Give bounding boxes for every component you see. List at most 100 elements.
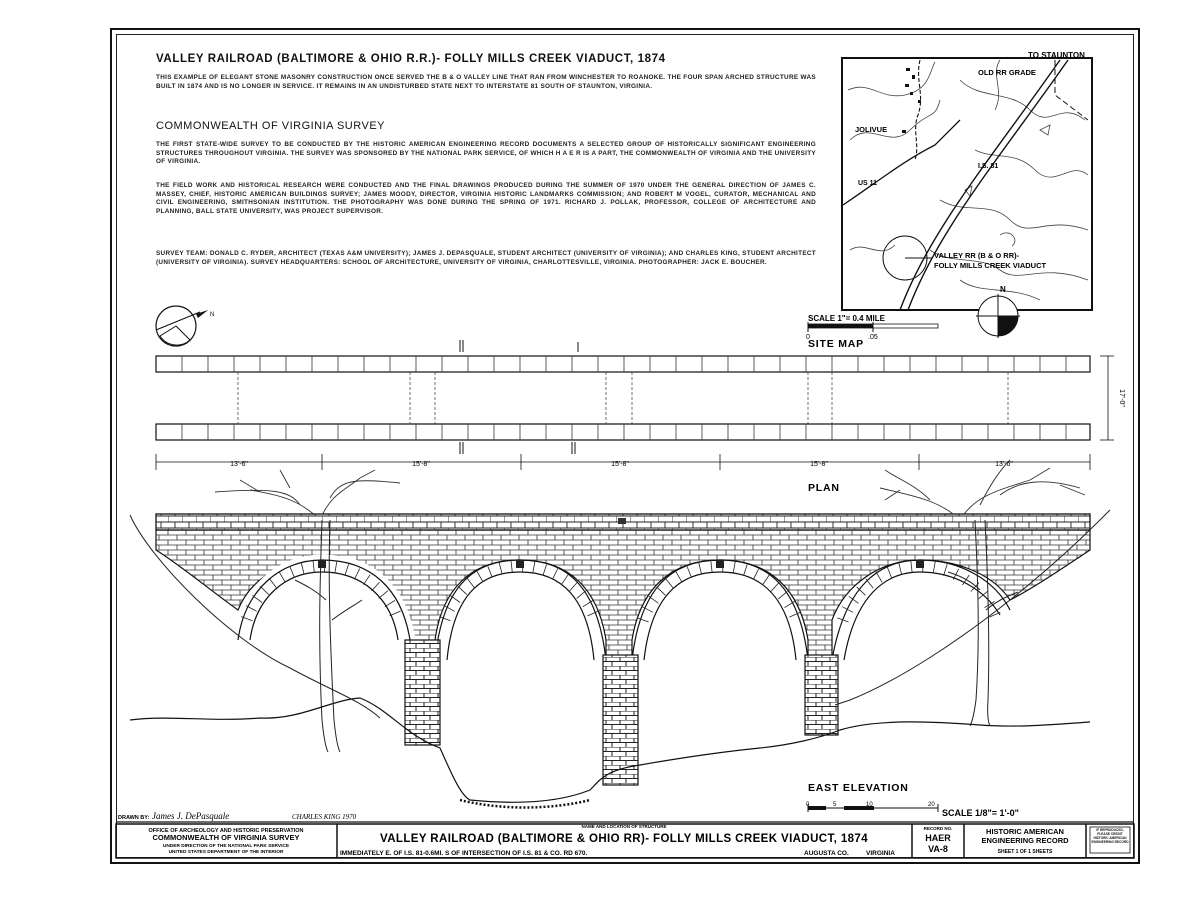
voussoir-joint (642, 606, 654, 613)
voussoir-joint (439, 616, 451, 622)
voussoir-joint (344, 564, 349, 576)
county-boundary (1054, 60, 1089, 121)
us-11-road (842, 119, 961, 206)
structure-label: NAME AND LOCATION OF STRUCTURE (582, 824, 667, 829)
voussoir-joint (686, 566, 692, 578)
elevation-caption: EAST ELEVATION (808, 782, 909, 794)
coping-plaque (618, 518, 626, 524)
voussoir-joint (268, 577, 277, 588)
voussoir-joint (856, 586, 866, 596)
interstate-81-line (899, 59, 1061, 311)
plan-dim-3: 15'-8" (611, 461, 629, 468)
survey-paragraph-2: THE FIELD WORK AND HISTORICAL RESEARCH W… (156, 182, 816, 215)
left-embankment (129, 514, 381, 719)
svg-text:N: N (210, 312, 214, 318)
plan-pier-lines (237, 372, 1009, 424)
title-block (115, 821, 1135, 859)
jolivue-buildings (902, 68, 921, 133)
voussoir-joint (848, 595, 859, 604)
record-number: VA-8 (928, 844, 948, 854)
right-embankment (834, 509, 1111, 706)
voussoir-joint (443, 605, 455, 612)
voussoir-joint (300, 562, 305, 575)
credit-stamp: IF REPRODUCED, PLEASE CREDIT HISTORIC AM… (1091, 828, 1129, 844)
elevation-scale-label: SCALE 1/8"= 1'-0" (942, 808, 1019, 818)
plan-dim-4: 15'-8" (810, 461, 828, 468)
voussoir-joint (498, 562, 503, 575)
plan-span-dimensions (155, 454, 1091, 470)
office-line-2: COMMONWEALTH OF VIRGINIA SURVEY (153, 833, 300, 842)
old-rr-label: OLD RR GRADE (978, 68, 1036, 77)
voussoir-joint (698, 562, 702, 575)
voussoir-joint (789, 611, 801, 618)
drawn-by-signature: James J. DePasquale (152, 811, 229, 821)
plan-caption: PLAN (808, 482, 840, 494)
plan-view: N (155, 305, 1125, 494)
structure-location: IMMEDIATELY E. OF I.S. 81-0.6MI. S OF IN… (340, 850, 587, 857)
plan-markers (459, 340, 579, 454)
voussoir-joint (910, 560, 913, 573)
voussoir-joint (710, 560, 713, 573)
voussoir-joint (241, 616, 253, 622)
voussoir-joint (587, 610, 599, 617)
voussoir-joint (312, 560, 315, 573)
plan-width-label: 17'-0" (1118, 389, 1125, 407)
structure-state: VIRGINIA (866, 850, 895, 857)
svg-text:N: N (1000, 285, 1006, 294)
tree-right (947, 519, 1019, 727)
voussoir-joint (561, 574, 569, 585)
voussoir-joint (510, 560, 513, 573)
jolivue-label: JOLIVUE (855, 125, 887, 134)
office-line-3: UNDER DIRECTION OF THE NATIONAL PARK SER… (163, 843, 290, 849)
map-scale-half: .05 (868, 334, 878, 341)
voussoir-joint (886, 566, 892, 578)
credit-stamp-text: IF REPRODUCED, PLEASE CREDIT HISTORIC AM… (1091, 828, 1129, 844)
ground-profile (129, 697, 1091, 803)
survey-subtitle: COMMONWEALTH OF VIRGINIA SURVEY (156, 120, 386, 132)
voussoir-joint (875, 571, 883, 583)
site-map-caption: SITE MAP (808, 338, 864, 350)
interstate-81-line-2 (907, 59, 1069, 311)
voussoir-joint (576, 590, 587, 599)
voussoir-joint (487, 566, 493, 578)
record-label: RECORD NO. (924, 826, 953, 831)
agency-line-2: ENGINEERING RECORD (981, 836, 1069, 845)
old-rr-grade-line (914, 59, 922, 161)
voussoir-joint (384, 600, 396, 608)
survey-team-paragraph: SURVEY TEAM: DONALD C. RYDER, ARCHITECT … (156, 250, 816, 266)
pier-2 (602, 654, 639, 786)
agency-line-1: HISTORIC AMERICAN (986, 827, 1064, 836)
survey-paragraph-1: THE FIRST STATE-WIDE SURVEY TO BE CONDUC… (156, 141, 816, 166)
tree-branches-right (879, 459, 1086, 521)
creek-bed (459, 798, 591, 809)
voussoir-joint (457, 586, 468, 595)
voussoir-joint (259, 586, 270, 595)
site-map-border (841, 57, 1093, 311)
arch-openings (250, 572, 398, 760)
voussoir-joint (363, 574, 371, 585)
elev-scale-tick-20: 20 (928, 802, 935, 808)
plan-width-dimension (1100, 355, 1114, 441)
voussoir-joint (762, 574, 770, 586)
voussoir-joint (943, 564, 948, 576)
elev-scale-tick-0: 0 (806, 802, 810, 808)
sheet-number: SHEET 1 OF 1 SHEETS (998, 849, 1053, 855)
voussoir-joint (450, 595, 461, 603)
voussoir-joint (989, 611, 1001, 618)
voussoir-joint (378, 590, 389, 599)
office-line-4: UNITED STATES DEPARTMENT OF THE INTERIOR (169, 849, 284, 855)
site-map: TO STAUNTON OLD RR GRADE JOLIVUE I.S. 81… (806, 51, 1093, 350)
voussoir-joint (837, 617, 849, 623)
viaduct-callout-2: FOLLY MILLS CREEK VIADUCT (934, 261, 1047, 270)
record-haer: HAER (925, 833, 951, 843)
voussoir-joint (334, 561, 338, 574)
voussoir-joint (476, 571, 484, 583)
voussoir-joint (245, 605, 257, 612)
voussoir-joint (770, 582, 780, 592)
voussoir-joint (637, 617, 649, 623)
drawing-title: VALLEY RAILROAD (BALTIMORE & OHIO R.R.)-… (156, 53, 666, 65)
to-staunton-label: TO STAUNTON (1028, 51, 1085, 60)
voussoir-joint (289, 566, 295, 578)
voussoir-joint (656, 586, 666, 596)
